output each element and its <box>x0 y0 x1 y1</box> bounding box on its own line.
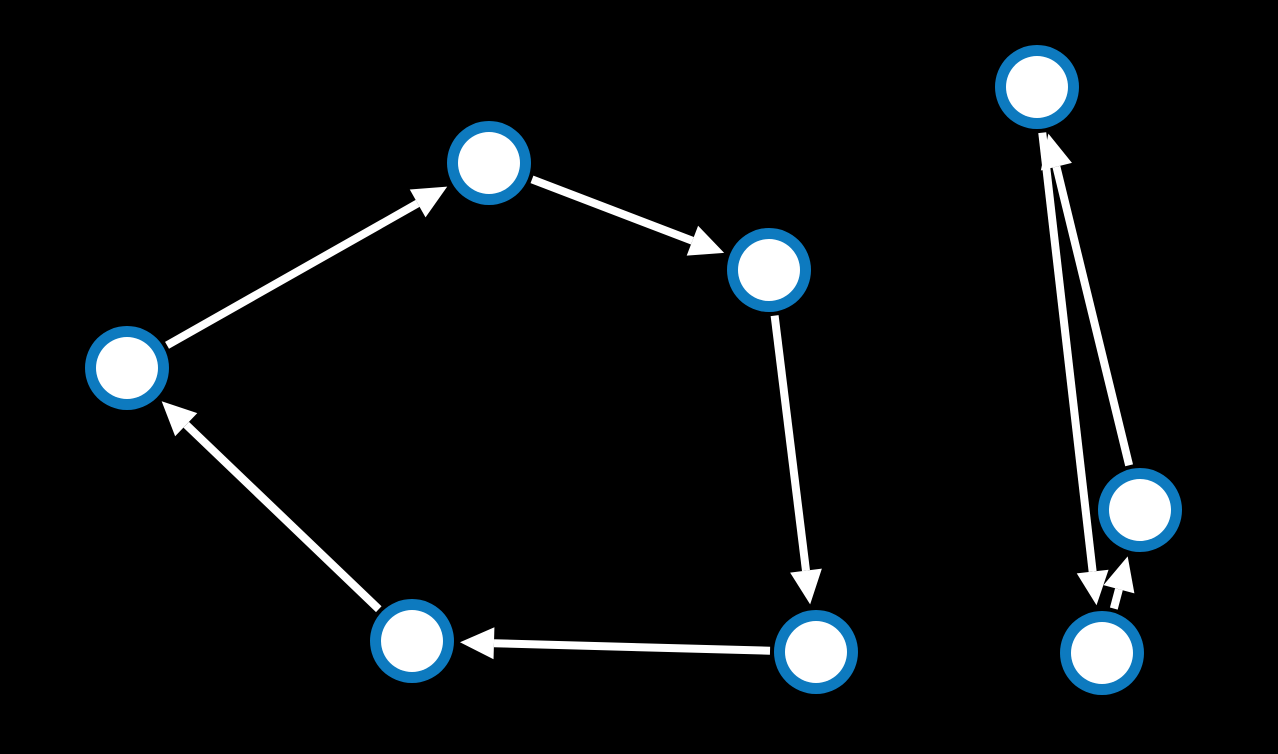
edge-upper-middle-to-bottom-middle <box>770 315 822 605</box>
arrow-head-icon <box>161 401 198 437</box>
nodes-layer <box>85 45 1182 695</box>
edge-line <box>1109 588 1123 610</box>
edge-right-middle-to-top-right <box>1040 133 1134 467</box>
node-fill <box>738 239 800 301</box>
node-upper-middle[interactable] <box>727 228 811 312</box>
edge-upper-left-to-upper-middle <box>530 175 725 256</box>
arrow-head-icon <box>1076 569 1109 606</box>
edge-line <box>165 199 420 349</box>
node-fill <box>1071 622 1133 684</box>
edge-line <box>1038 132 1097 572</box>
arrow-head-icon <box>1040 133 1072 171</box>
edge-line <box>770 315 810 572</box>
edge-left-to-upper-left <box>165 186 448 349</box>
edge-bottom-left-to-left <box>161 401 382 613</box>
node-fill <box>785 621 847 683</box>
node-bottom-middle[interactable] <box>774 610 858 694</box>
node-fill <box>1006 56 1068 118</box>
edge-line <box>530 175 694 245</box>
node-fill <box>96 337 158 399</box>
node-fill <box>381 610 443 672</box>
edges-layer <box>161 132 1135 660</box>
node-bottom-right[interactable] <box>1060 611 1144 695</box>
node-top-right[interactable] <box>995 45 1079 129</box>
edge-top-right-to-bottom-right <box>1038 132 1109 606</box>
node-fill <box>458 132 520 194</box>
edge-line <box>493 639 771 655</box>
edge-bottom-right-to-right-middle <box>1103 556 1135 610</box>
edge-line <box>1052 165 1134 467</box>
edge-line <box>183 421 382 613</box>
arrow-head-icon <box>1103 556 1135 594</box>
node-upper-left[interactable] <box>447 121 531 205</box>
node-fill <box>1109 479 1171 541</box>
arrow-head-icon <box>409 186 448 218</box>
node-left[interactable] <box>85 326 169 410</box>
arrow-head-icon <box>686 225 725 256</box>
node-right-middle[interactable] <box>1098 468 1182 552</box>
node-bottom-left[interactable] <box>370 599 454 683</box>
arrow-head-icon <box>459 627 495 660</box>
edge-bottom-middle-to-bottom-left <box>459 627 771 660</box>
arrow-head-icon <box>790 568 822 605</box>
